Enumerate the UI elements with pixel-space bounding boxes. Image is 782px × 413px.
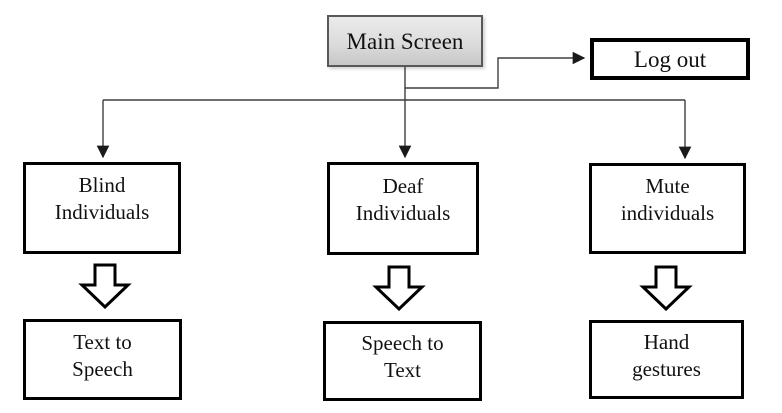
node-label-line: Deaf	[382, 173, 424, 198]
node-label-line: Blind	[78, 173, 126, 197]
node-deaf-individuals: Deaf Individuals	[327, 162, 479, 255]
node-label-line: gestures	[632, 356, 701, 381]
node-log-out: Log out	[590, 38, 750, 80]
block-arrow-down-icon	[78, 263, 132, 309]
node-main-screen-label: Main Screen	[346, 28, 464, 54]
edge-main-to-logout	[405, 51, 586, 89]
block-arrow-down-icon	[372, 265, 426, 311]
node-label-line: Individuals	[54, 200, 150, 224]
node-blind-individuals: Blind Individuals	[23, 162, 181, 254]
node-speech-to-text: Speech to Text	[323, 321, 482, 401]
node-mute-individuals: Mute individuals	[589, 163, 746, 254]
node-label-line: Text to	[73, 329, 132, 354]
block-arrow-down-icon	[639, 265, 693, 311]
node-text-to-speech: Text to Speech	[23, 319, 182, 400]
node-label-line: Text	[383, 358, 422, 382]
node-label-line: individuals	[620, 200, 715, 225]
node-label-line: Speech to	[361, 331, 444, 355]
node-hand-gestures: Hand gestures	[589, 320, 744, 399]
node-label-line: Mute	[645, 173, 690, 198]
node-label-line: Individuals	[355, 200, 451, 225]
node-label-line: Hand	[643, 329, 690, 354]
node-label-line: Speech	[72, 356, 133, 381]
node-log-out-label: Log out	[633, 46, 707, 72]
node-main-screen: Main Screen	[327, 15, 483, 67]
